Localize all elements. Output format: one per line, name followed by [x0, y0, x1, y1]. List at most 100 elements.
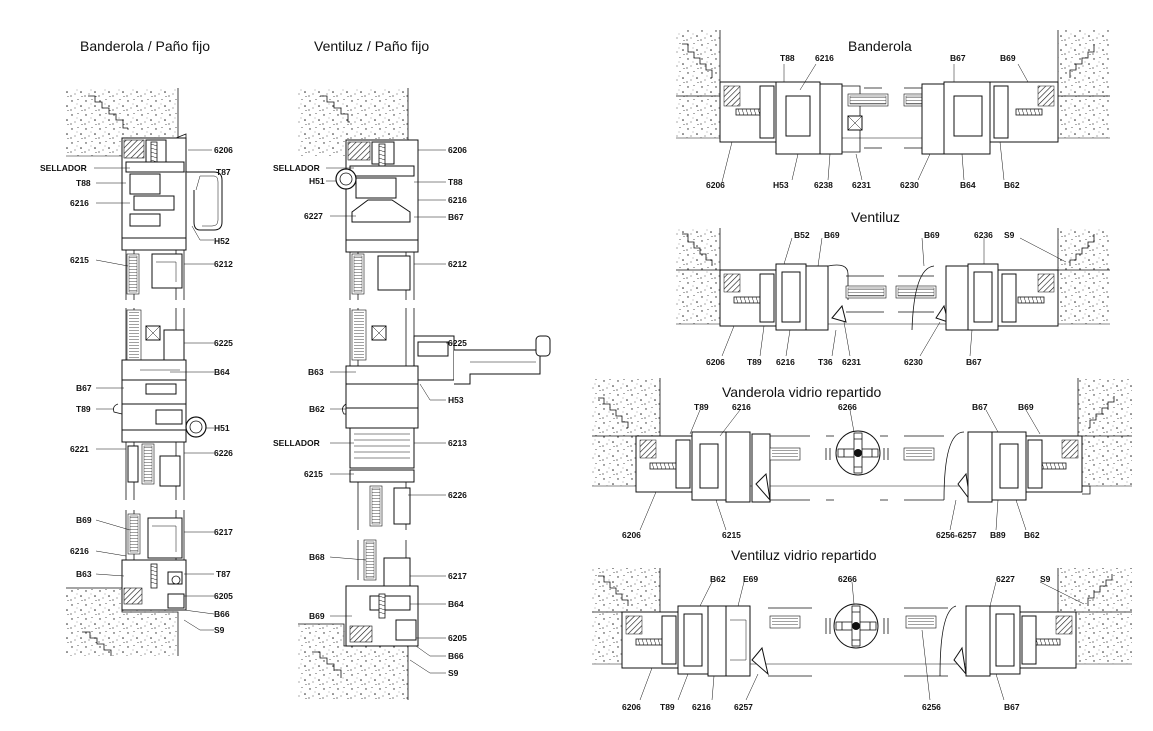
label-d1-b64: B64 — [214, 367, 230, 377]
label-d3-6206: 6206 — [706, 180, 725, 190]
label-d1-6225: 6225 — [214, 338, 233, 348]
label-d1-sellador: SELLADOR — [40, 163, 87, 173]
label-d2-6226: 6226 — [448, 490, 467, 500]
detail-ventiluz-vidrio-repartido: B62 E69 6266 6227 S9 6206 T89 6216 6257 … — [592, 568, 1132, 712]
detail-banderola-horizontal: T88 6216 B67 B69 6206 H53 6238 6231 6230… — [676, 30, 1110, 190]
label-d5-6215: 6215 — [722, 530, 741, 540]
label-d6-6227: 6227 — [996, 574, 1015, 584]
label-d2-sellador2: SELLADOR — [273, 438, 320, 448]
label-d1-6216b: 6216 — [70, 546, 89, 556]
label-d1-t89: T89 — [76, 404, 91, 414]
label-d1-6217: 6217 — [214, 527, 233, 537]
label-d2-6227: 6227 — [304, 211, 323, 221]
label-d2-b67: B67 — [448, 212, 464, 222]
label-d2-h51: H51 — [309, 176, 325, 186]
label-d1-6206: 6206 — [214, 145, 233, 155]
label-d4-b69a: B69 — [824, 230, 840, 240]
label-d6-e69: E69 — [743, 574, 758, 584]
label-d1-b63: B63 — [76, 569, 92, 579]
label-d1-6216a: 6216 — [70, 198, 89, 208]
label-d6-6216: 6216 — [692, 702, 711, 712]
label-d2-b63: B63 — [308, 367, 324, 377]
label-d5-6206: 6206 — [622, 530, 641, 540]
label-d6-6206: 6206 — [622, 702, 641, 712]
label-d3-b64: B64 — [960, 180, 976, 190]
detail-ventiluz-pano-fijo: 6206 SELLADOR H51 T88 6216 6227 B67 6212… — [273, 88, 551, 700]
label-d2-b62: B62 — [309, 404, 325, 414]
label-d2-6225: 6225 — [448, 338, 467, 348]
detail-vanderola-vidrio-repartido: T89 6216 6266 B67 B69 6206 6215 6256-625… — [592, 378, 1132, 540]
label-d6-6256: 6256 — [922, 702, 941, 712]
label-d6-s9: S9 — [1040, 574, 1051, 584]
label-d2-6212: 6212 — [448, 259, 467, 269]
label-d2-6213: 6213 — [448, 438, 467, 448]
label-d3-6238: 6238 — [814, 180, 833, 190]
label-d6-6257: 6257 — [734, 702, 753, 712]
label-d1-h52: H52 — [214, 236, 230, 246]
label-d4-6216: 6216 — [776, 357, 795, 367]
label-d1-6226: 6226 — [214, 448, 233, 458]
detail-ventiluz-horizontal: B52 B69 B69 6236 S9 6206 T89 6216 T36 62… — [676, 228, 1110, 367]
label-d2-b64: B64 — [448, 599, 464, 609]
title-banderola: Banderola — [848, 38, 912, 54]
label-d5-6256: 6256-6257 — [936, 530, 977, 540]
label-d1-b67: B67 — [76, 383, 92, 393]
label-d3-6230: 6230 — [900, 180, 919, 190]
title-vanderola-vidrio-repartido: Vanderola vidrio repartido — [722, 384, 881, 400]
title-banderola-pano-fijo: Banderola / Paño fijo — [80, 38, 210, 54]
label-d4-t89: T89 — [747, 357, 762, 367]
label-d5-6266: 6266 — [838, 402, 857, 412]
label-d3-b67: B67 — [950, 53, 966, 63]
label-d4-6230: 6230 — [904, 357, 923, 367]
label-d3-6216: 6216 — [815, 53, 834, 63]
label-d1-6221: 6221 — [70, 444, 89, 454]
label-d1-6205: 6205 — [214, 591, 233, 601]
label-d2-6206: 6206 — [448, 145, 467, 155]
label-d3-t88: T88 — [780, 53, 795, 63]
label-d4-t36: T36 — [818, 357, 833, 367]
label-d2-6215: 6215 — [304, 469, 323, 479]
label-d4-s9: S9 — [1004, 230, 1015, 240]
label-d1-t87: T87 — [216, 167, 231, 177]
label-d3-h53: H53 — [773, 180, 789, 190]
label-d4-b69b: B69 — [924, 230, 940, 240]
label-d4-6206: 6206 — [706, 357, 725, 367]
label-d4-b52: B52 — [794, 230, 810, 240]
label-d5-b67: B67 — [972, 402, 988, 412]
label-d1-s9: S9 — [214, 625, 225, 635]
label-d4-6236: 6236 — [974, 230, 993, 240]
label-d3-b69: B69 — [1000, 53, 1016, 63]
detail-banderola-pano-fijo: 6206 SELLADOR T87 T88 6216 H52 6215 6212… — [40, 88, 233, 656]
label-d1-t88: T88 — [76, 178, 91, 188]
label-d2-6205: 6205 — [448, 633, 467, 643]
label-d1-t87b: T87 — [216, 569, 231, 579]
label-d5-b69: B69 — [1018, 402, 1034, 412]
label-d2-h53: H53 — [448, 395, 464, 405]
label-d5-t89: T89 — [694, 402, 709, 412]
label-d2-s9: S9 — [448, 668, 459, 678]
label-d2-b66: B66 — [448, 651, 464, 661]
label-d2-b68: B68 — [309, 552, 325, 562]
label-d5-6216: 6216 — [732, 402, 751, 412]
label-d5-b62: B62 — [1024, 530, 1040, 540]
label-d2-6217: 6217 — [448, 571, 467, 581]
label-d4-b67: B67 — [966, 357, 982, 367]
label-d2-6216: 6216 — [448, 195, 467, 205]
label-d2-sellador: SELLADOR — [273, 163, 320, 173]
label-d5-b89: B89 — [990, 530, 1006, 540]
label-d2-t88: T88 — [448, 177, 463, 187]
label-d1-b69: B69 — [76, 515, 92, 525]
label-d6-b62: B62 — [710, 574, 726, 584]
label-d1-6212: 6212 — [214, 259, 233, 269]
label-d6-t89: T89 — [660, 702, 675, 712]
title-ventiluz-pano-fijo: Ventiluz / Paño fijo — [314, 38, 429, 54]
label-d3-b62: B62 — [1004, 180, 1020, 190]
label-d6-b67: B67 — [1004, 702, 1020, 712]
label-d1-6215: 6215 — [70, 255, 89, 265]
label-d6-6266: 6266 — [838, 574, 857, 584]
label-d2-b69: B69 — [309, 611, 325, 621]
label-d3-6231: 6231 — [852, 180, 871, 190]
label-d1-h51: H51 — [214, 423, 230, 433]
label-d4-6231: 6231 — [842, 357, 861, 367]
